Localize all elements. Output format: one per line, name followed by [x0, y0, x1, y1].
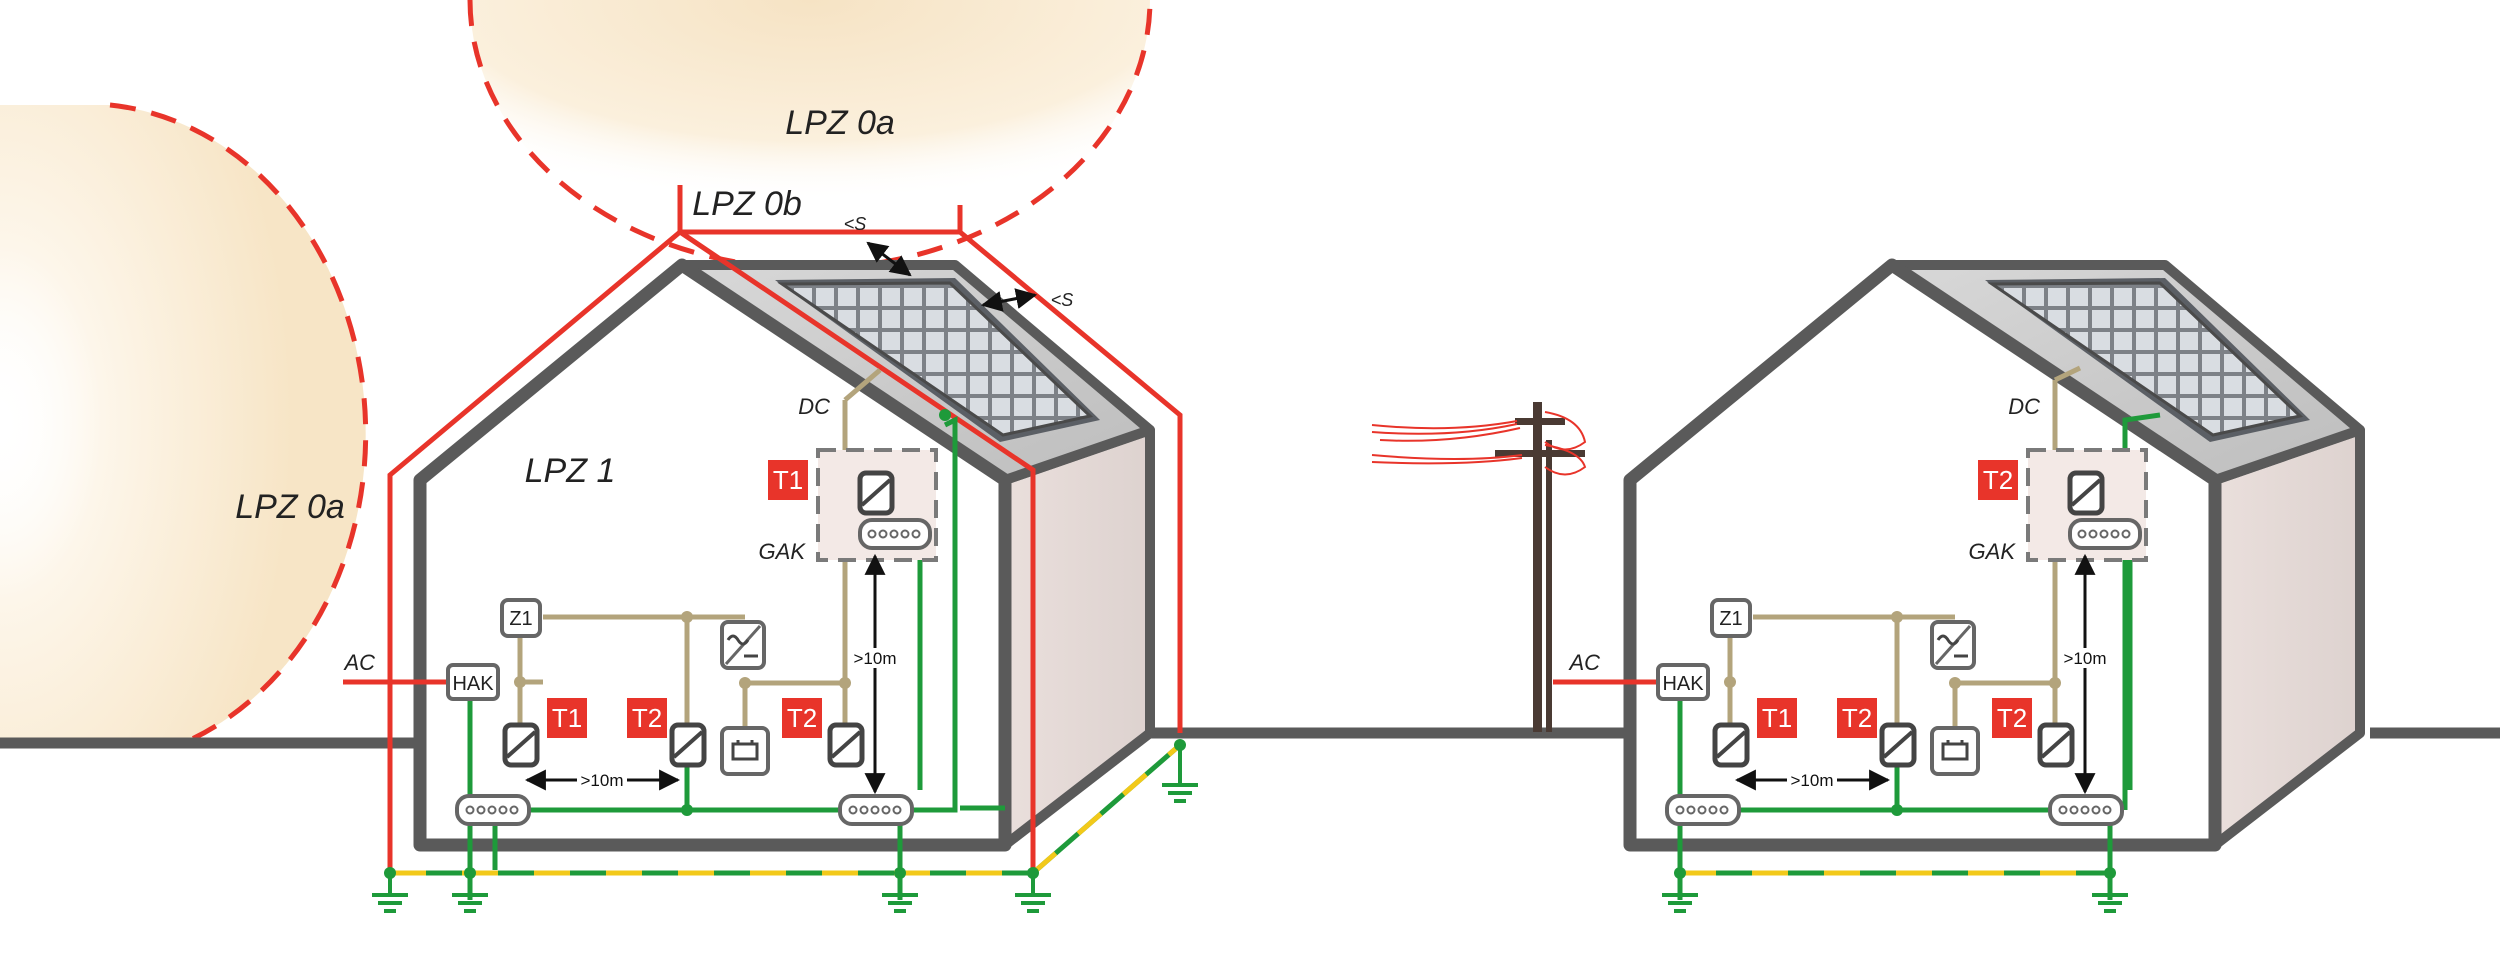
conductor-nodes-left [514, 454, 851, 689]
tag-t2-batt-left: T2 [782, 698, 822, 738]
distance-arrows-right: >10m >10m [1734, 553, 2109, 795]
pv-panel [1985, 278, 2310, 442]
tag-t2-gak-right: T2 [1978, 460, 2018, 500]
busbar-main-left [455, 794, 531, 826]
meter-box-left: Z1 [500, 598, 542, 638]
earth-symbols-right [1662, 873, 2128, 913]
surge-arrester-inv-left [669, 722, 707, 768]
busbar-gak-left [858, 518, 932, 550]
separation-arrows [866, 241, 1038, 312]
separation-label-1: <S [844, 214, 867, 234]
lpz1-label: LPZ 1 [525, 452, 616, 490]
tag-t1-gak-left: T1 [768, 460, 808, 500]
dist-h-left: >10m [581, 771, 624, 790]
svg-text:T1: T1 [773, 465, 803, 495]
tag-t2-batt-right: T2 [1992, 698, 2032, 738]
svg-text:T2: T2 [787, 703, 817, 733]
tag-t2-inv-right: T2 [1837, 698, 1877, 738]
ac-label-left: AC [342, 650, 375, 675]
tag-t1-hak-left: T1 [547, 698, 587, 738]
lpz0a-left-zone [0, 102, 369, 743]
svg-text:T2: T2 [1842, 703, 1872, 733]
tag-t1-hak-right: T1 [1757, 698, 1797, 738]
lpz0b-boundary [343, 185, 1183, 875]
ground-line [0, 727, 2500, 749]
busbar-main-right [1665, 794, 1741, 826]
busbar-pv-right [2048, 794, 2124, 826]
busbar-gak-right [2068, 518, 2142, 550]
earth-symbols-left [372, 745, 1198, 913]
earth-bar-left [390, 743, 1182, 876]
distance-arrows-left: >10m >10m [524, 553, 899, 795]
lpz0b-label: LPZ 0b [692, 185, 802, 223]
battery-left [720, 726, 770, 776]
separation-label-2: <S [1051, 290, 1074, 310]
svg-text:T1: T1 [1762, 703, 1792, 733]
earth-nodes-right [1674, 804, 2116, 879]
svg-text:T2: T2 [1983, 465, 2013, 495]
svg-text:T2: T2 [632, 703, 662, 733]
surge-arrester-gak-right [2067, 470, 2105, 516]
surge-arrester-hak-right [1712, 722, 1750, 768]
meter-label: Z1 [509, 608, 532, 630]
lpz0a-left-label: LPZ 0a [235, 488, 345, 526]
hak-box-left: HAK [446, 663, 500, 701]
dist-v-left: >10m [854, 649, 897, 668]
inverter-left [720, 620, 766, 670]
svg-text:T1: T1 [552, 703, 582, 733]
ac-label-right: AC [1567, 650, 1600, 675]
hak-label: HAK [1662, 673, 1704, 695]
pv-panel [775, 278, 1100, 442]
earth-nodes-left [384, 409, 1186, 879]
gak-label-right: GAK [1969, 539, 2017, 564]
svg-text:T2: T2 [1997, 703, 2027, 733]
meter-box-right: Z1 [1710, 598, 1752, 638]
hak-box-right: HAK [1656, 663, 1710, 701]
dist-v-right: >10m [2064, 649, 2107, 668]
inverter-right [1930, 620, 1976, 670]
lpz0a-top-label: LPZ 0a [785, 104, 895, 142]
surge-arrester-gak-left [857, 470, 895, 516]
tag-t2-inv-left: T2 [627, 698, 667, 738]
busbar-pv-left [838, 794, 914, 826]
utility-pole [1371, 402, 1587, 732]
dc-label-right: DC [2008, 394, 2040, 419]
battery-right [1930, 726, 1980, 776]
meter-label: Z1 [1719, 608, 1742, 630]
hak-label: HAK [452, 673, 494, 695]
surge-arrester-inv-right [1879, 722, 1917, 768]
surge-arrester-batt-left [827, 722, 865, 768]
surge-arrester-batt-right [2037, 722, 2075, 768]
gak-label-left: GAK [759, 539, 807, 564]
dc-label-left: DC [798, 394, 830, 419]
surge-arrester-hak-left [502, 722, 540, 768]
dist-h-right: >10m [1791, 771, 1834, 790]
